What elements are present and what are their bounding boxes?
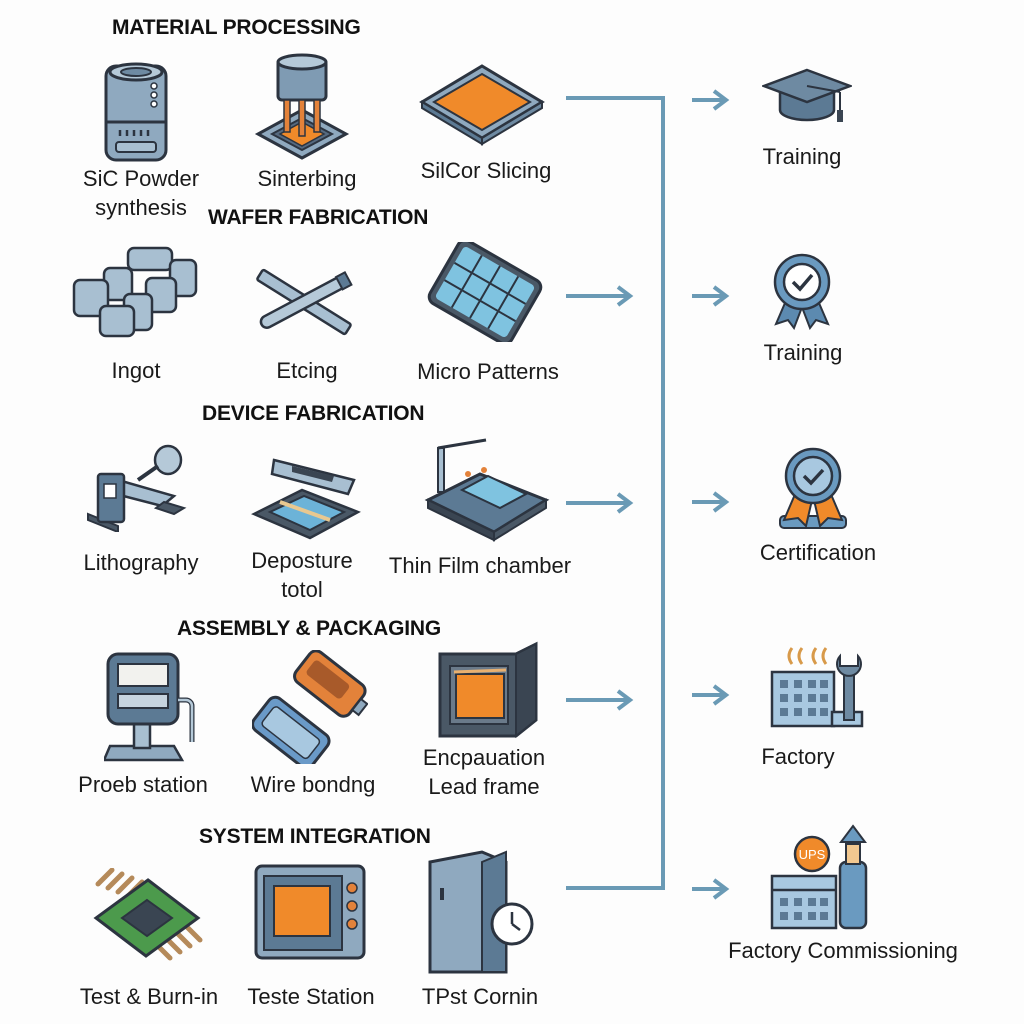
item-label: Sinterbing (257, 166, 357, 191)
thin-film-chamber-icon (424, 438, 550, 542)
outcome-label: Training (763, 340, 843, 365)
certification-ribbon-icon (779, 447, 847, 529)
item-label: Ingot (111, 358, 161, 383)
arrow-right-icon (692, 878, 730, 900)
item-label: TPst Cornin (421, 984, 539, 1009)
ingot-blocks-icon (72, 246, 198, 338)
arrow-right-icon (566, 689, 634, 711)
section-title-wafer-fabrication: WAFER FABRICATION (208, 206, 429, 229)
factory-wrench-icon (770, 647, 864, 728)
arrow-right-icon (692, 285, 730, 307)
factory-ups-icon: UPS (770, 824, 868, 930)
arrow-right-icon (692, 89, 730, 111)
chip-grid-icon (427, 242, 543, 342)
arrow-right-icon (692, 684, 730, 706)
cabinet-clock-icon (428, 850, 534, 974)
section-title-system-integration: SYSTEM INTEGRATION (199, 825, 431, 848)
item-label: SiC Powder synthesis (82, 166, 200, 220)
encapsulation-oven-icon (438, 641, 538, 739)
cylinder-reactor-icon (104, 62, 168, 162)
deposition-tool-icon (251, 458, 361, 540)
section-title-assembly-packaging: ASSEMBLY & PACKAGING (177, 617, 441, 640)
item-label: Thin Film chamber (388, 553, 572, 578)
item-label: Proeb station (78, 772, 208, 797)
connector-top-line (566, 96, 664, 100)
item-label: Teste Station (247, 984, 375, 1009)
item-label: SilCor Slicing (420, 158, 552, 183)
pcb-chip-icon (93, 868, 203, 961)
section-title-material-processing: MATERIAL PROCESSING (112, 16, 361, 39)
outcome-label: Certification (759, 540, 877, 565)
lithography-machine-icon (87, 444, 187, 532)
item-label: Test & Burn-in (79, 984, 219, 1009)
outcome-label: Training (762, 144, 842, 169)
outcome-label: Factory (761, 744, 835, 769)
sintering-press-icon (254, 53, 350, 160)
item-label: Encpauation Lead frame (422, 745, 546, 799)
wire-bonding-icon (252, 650, 368, 764)
award-badge-icon (773, 253, 831, 330)
section-title-device-fabrication: DEVICE FABRICATION (202, 402, 425, 425)
saw-tool-icon (256, 268, 353, 336)
arrow-right-icon (692, 491, 730, 513)
item-label: Wire bondng (250, 772, 376, 797)
svg-text:UPS: UPS (799, 847, 826, 862)
item-label: Micro Patterns (417, 359, 559, 384)
item-label: Deposture totol (251, 548, 353, 602)
connector-vertical-line (661, 96, 665, 890)
item-label: Lithography (83, 550, 199, 575)
graduation-cap-icon (762, 68, 852, 122)
wafer-tile-icon (419, 64, 545, 146)
test-station-icon (254, 864, 366, 960)
item-label: Etcing (276, 358, 338, 383)
connector-bottom-line (566, 886, 664, 890)
probe-station-icon (104, 652, 195, 762)
arrow-right-icon (566, 492, 634, 514)
outcome-label: Factory Commissioning (728, 938, 958, 963)
arrow-right-icon (566, 285, 634, 307)
